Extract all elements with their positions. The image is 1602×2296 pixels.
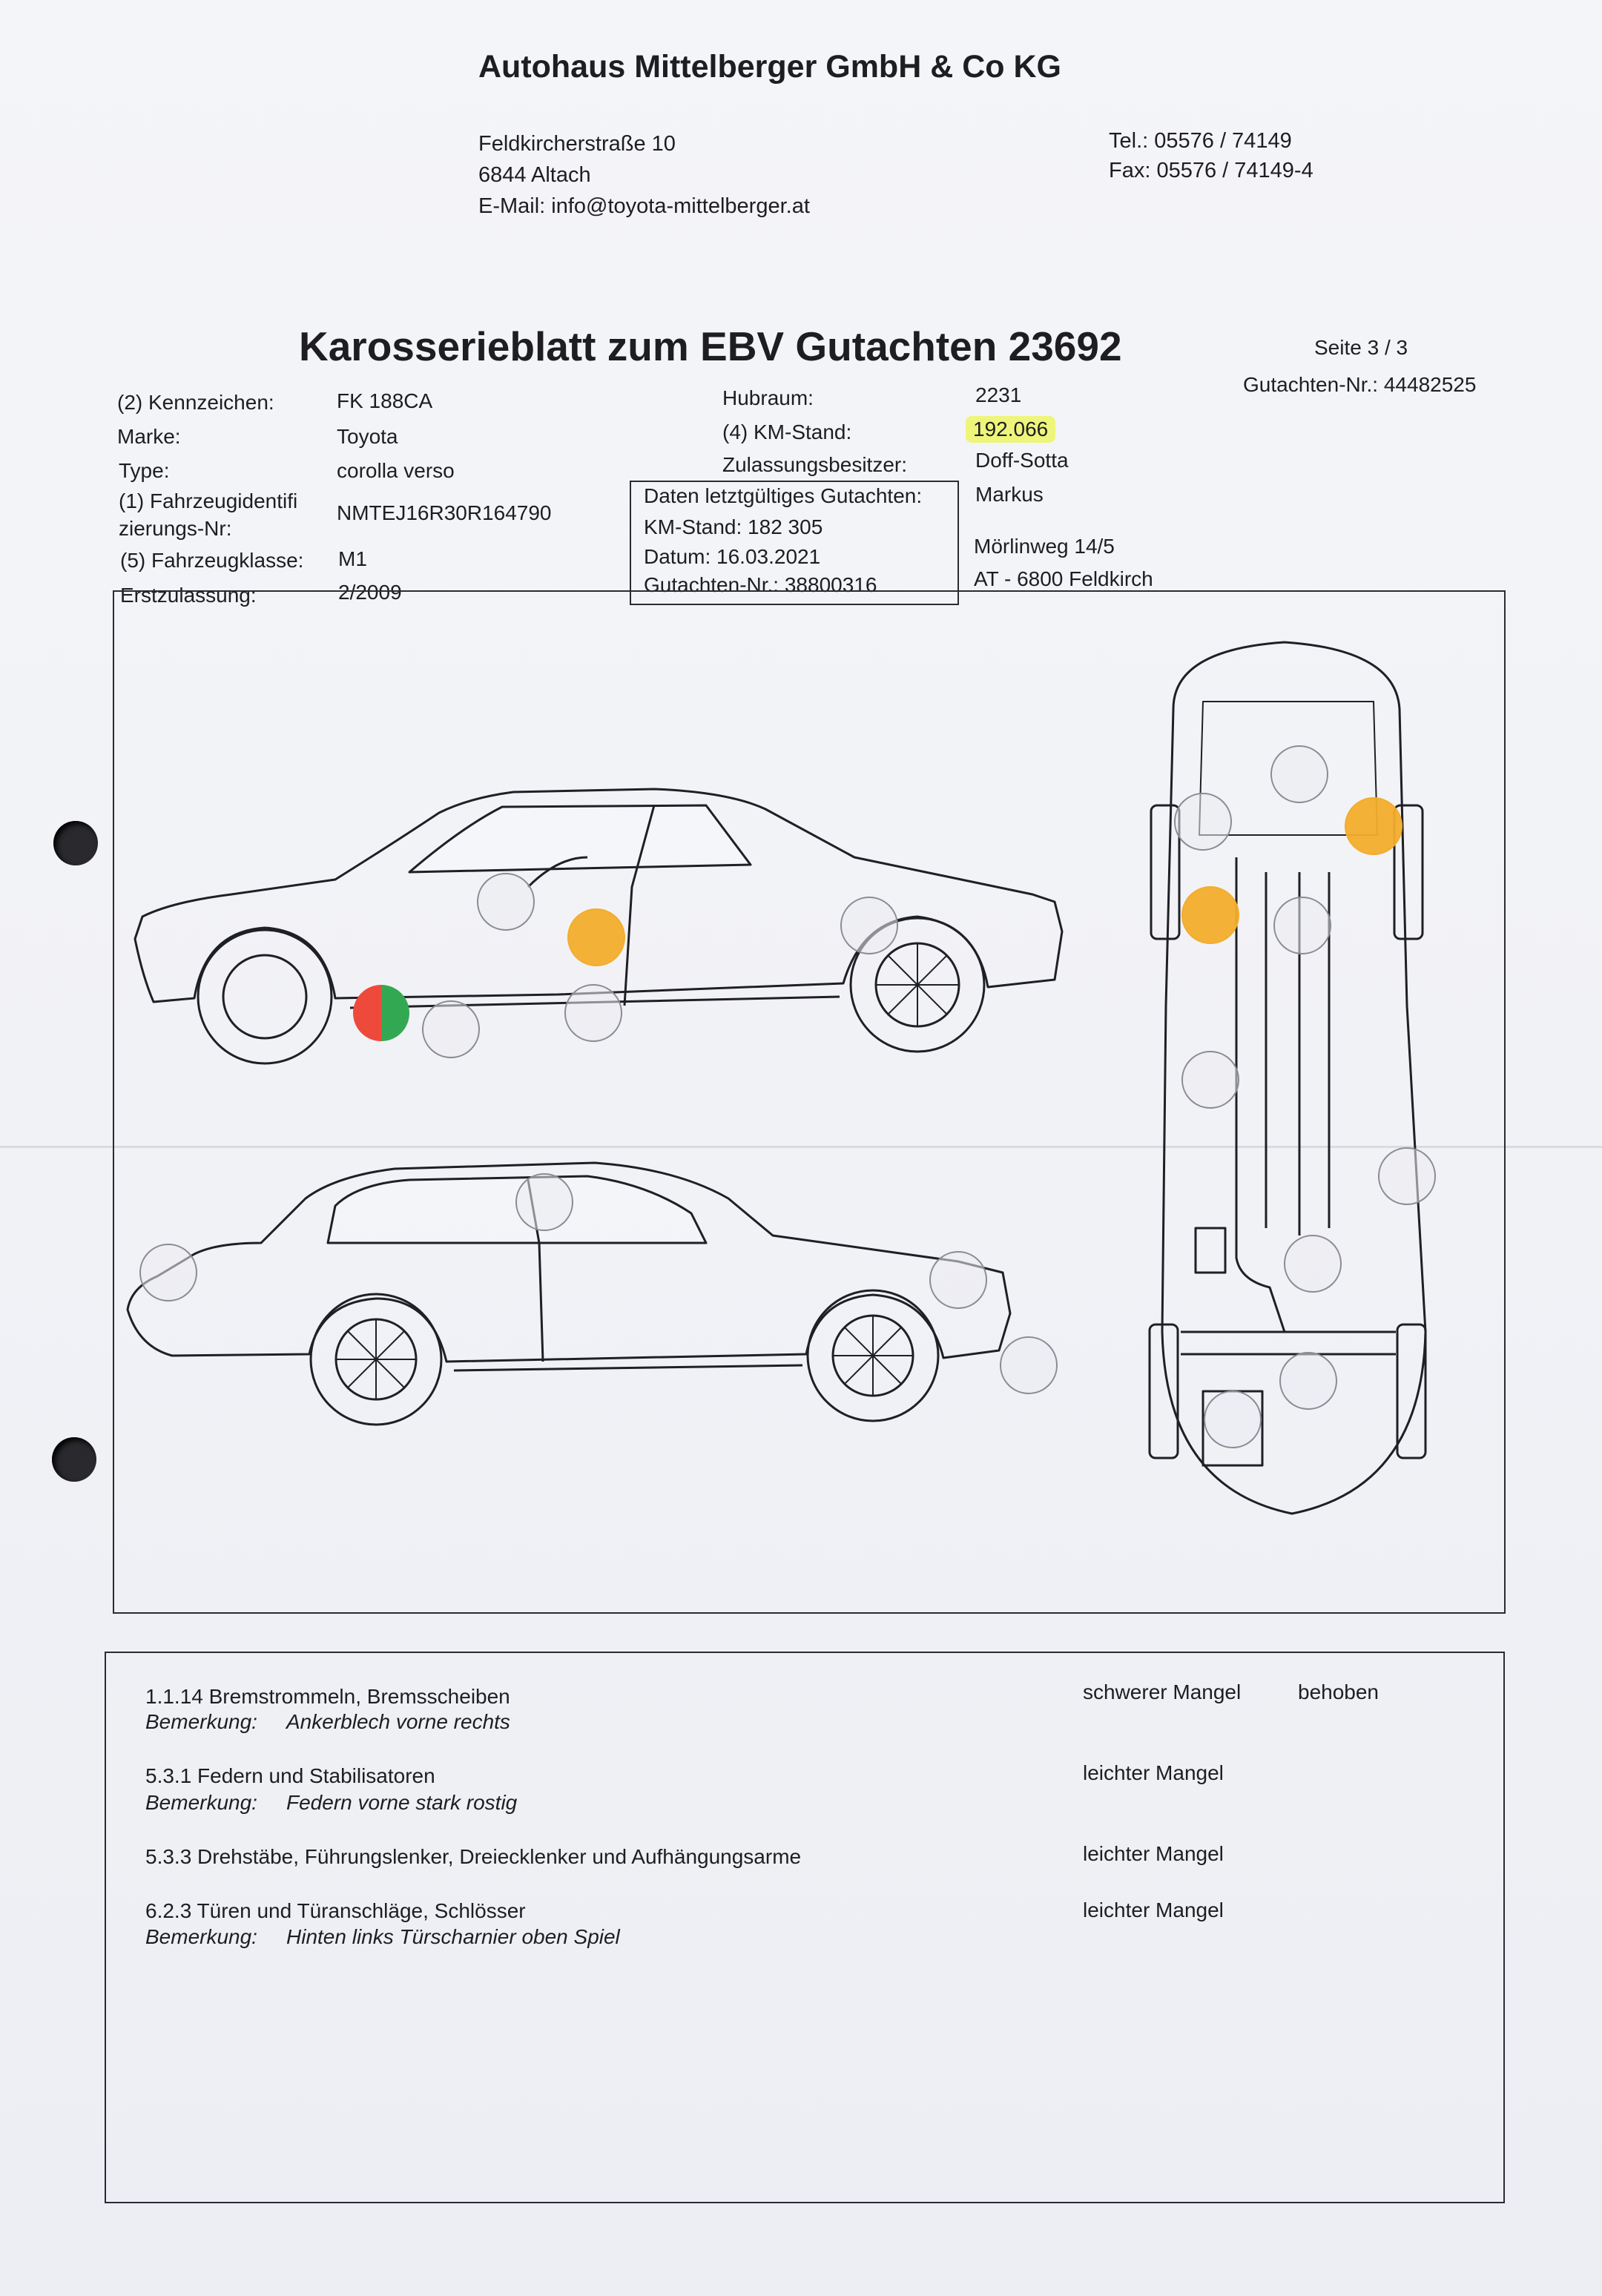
type-value: corolla verso <box>337 459 455 482</box>
damage-marker-leicht <box>1181 886 1239 944</box>
page-number: Seite 3 / 3 <box>1314 336 1408 359</box>
fahrzeugklasse-value: M1 <box>338 547 367 570</box>
type-label: Type: <box>119 459 170 482</box>
damage-marker-behoben <box>381 985 409 1041</box>
erstzulassung-value: 2/2009 <box>338 581 402 604</box>
finding-item: 5.3.1 Federn und Stabilisatoren <box>145 1764 435 1787</box>
finding-remark-label: Bemerkung: <box>145 1710 257 1733</box>
previous-report-number: Gutachten-Nr.: 38800316 <box>644 573 877 596</box>
car-side-view-left <box>134 788 1064 1065</box>
damage-marker-neutral <box>1279 1352 1337 1410</box>
company-street: Feldkircherstraße 10 <box>478 132 676 156</box>
finding-status: behoben <box>1298 1680 1380 1703</box>
damage-marker-schwer <box>353 985 381 1041</box>
damage-markers <box>139 745 1436 1448</box>
hubraum-label: Hubraum: <box>722 386 814 409</box>
punch-hole <box>52 1437 96 1482</box>
previous-report-date: Datum: 16.03.2021 <box>644 545 821 568</box>
finding-severity: leichter Mangel <box>1083 1842 1224 1865</box>
kennzeichen-label: (2) Kennzeichen: <box>117 391 274 414</box>
finding-item: 5.3.3 Drehstäbe, Führungslenker, Dreieck… <box>145 1845 802 1868</box>
owner-name-line2: Markus <box>975 483 1044 506</box>
damage-marker-neutral <box>1284 1235 1342 1293</box>
km-stand-value: 192.066 <box>966 416 1056 443</box>
erstzulassung-label: Erstzulassung: <box>120 584 257 607</box>
zulassungsbesitzer-label: Zulassungsbesitzer: <box>722 453 908 476</box>
previous-report-heading: Daten letztgültiges Gutachten: <box>644 484 923 507</box>
company-name: Autohaus Mittelberger GmbH & Co KG <box>478 49 1061 85</box>
finding-remark-label: Bemerkung: <box>145 1791 257 1814</box>
previous-report-box <box>630 481 959 605</box>
damage-marker-leicht <box>1345 797 1402 855</box>
owner-street: Mörlinweg 14/5 <box>974 535 1115 558</box>
damage-marker-neutral <box>422 1000 480 1058</box>
damage-marker-neutral <box>477 873 535 931</box>
damage-marker-leicht <box>567 908 625 966</box>
fin-value: NMTEJ16R30R164790 <box>337 501 552 524</box>
marke-label: Marke: <box>117 425 181 448</box>
vehicle-damage-diagram <box>126 641 1436 1515</box>
damage-marker-neutral <box>1378 1147 1436 1205</box>
company-fax: Fax: 05576 / 74149-4 <box>1109 159 1313 182</box>
finding-remark: Ankerblech vorne rechts <box>286 1710 510 1733</box>
fahrzeugklasse-label: (5) Fahrzeugklasse: <box>120 549 304 572</box>
company-city: 6844 Altach <box>478 163 591 187</box>
punch-hole <box>53 821 98 865</box>
damage-marker-neutral <box>929 1251 987 1309</box>
damage-marker-neutral <box>1270 745 1328 803</box>
paper-fold-line <box>0 1146 1602 1148</box>
finding-remark: Hinten links Türscharnier oben Spiel <box>286 1925 620 1948</box>
finding-severity: leichter Mangel <box>1083 1899 1224 1921</box>
damage-marker-neutral <box>564 984 622 1042</box>
damage-marker-neutral <box>1174 793 1232 851</box>
fin-label-line2: zierungs-Nr: <box>119 517 232 540</box>
km-stand-label: (4) KM-Stand: <box>722 420 852 443</box>
owner-name-line1: Doff-Sotta <box>975 449 1069 472</box>
previous-report-km: KM-Stand: 182 305 <box>644 515 823 538</box>
finding-item: 6.2.3 Türen und Türanschläge, Schlösser <box>145 1899 526 1922</box>
report-number: Gutachten-Nr.: 44482525 <box>1243 373 1477 396</box>
findings-box <box>105 1652 1505 2203</box>
finding-item: 1.1.14 Bremstrommeln, Bremsscheiben <box>145 1685 510 1708</box>
company-phone: Tel.: 05576 / 74149 <box>1109 129 1292 153</box>
damage-marker-neutral <box>1000 1336 1058 1394</box>
finding-severity: schwerer Mangel <box>1083 1680 1242 1703</box>
damage-marker-neutral <box>1273 897 1331 954</box>
marke-value: Toyota <box>337 425 398 448</box>
page-title: Karosserieblatt zum EBV Gutachten 23692 <box>299 323 1122 369</box>
damage-marker-neutral <box>139 1244 197 1302</box>
fin-label-line1: (1) Fahrzeugidentifi <box>119 489 298 512</box>
damage-marker-neutral <box>1181 1051 1239 1109</box>
finding-remark-label: Bemerkung: <box>145 1925 257 1948</box>
damage-marker-neutral <box>840 897 898 954</box>
hubraum-value: 2231 <box>975 383 1022 406</box>
damage-marker-neutral <box>515 1173 573 1231</box>
damage-marker-neutral <box>1204 1391 1262 1448</box>
finding-remark: Federn vorne stark rostig <box>286 1791 518 1814</box>
finding-severity: leichter Mangel <box>1083 1761 1224 1784</box>
company-email: E-Mail: info@toyota-mittelberger.at <box>478 194 810 218</box>
diagram-frame <box>113 590 1506 1614</box>
kennzeichen-value: FK 188CA <box>337 389 433 412</box>
owner-city: AT - 6800 Feldkirch <box>974 567 1153 590</box>
